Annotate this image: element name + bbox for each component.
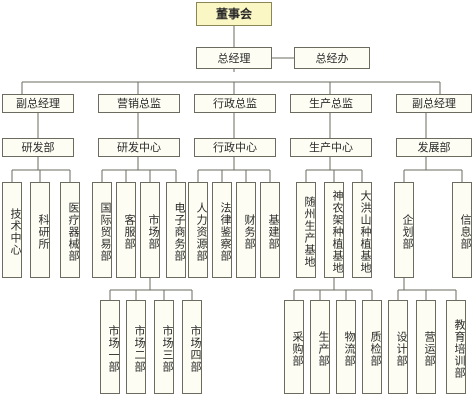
- development-dept-box: 发展部: [396, 138, 472, 157]
- suizhou-production-base-box: 随州生产基地: [296, 182, 316, 278]
- market-3-dept-box: 市场三部: [154, 300, 174, 394]
- production-dept-box: 生产部: [310, 300, 330, 394]
- intl-trade-dept-box: 国际贸易部: [92, 182, 112, 278]
- infrastructure-dept-box: 基建部: [260, 182, 280, 278]
- design-dept-box: 设计部: [388, 300, 408, 394]
- market-1-dept-box: 市场一部: [100, 300, 120, 394]
- vice-gm-left-box: 副总经理: [2, 94, 74, 113]
- rd-dept-box: 研发部: [2, 138, 74, 157]
- customer-service-dept-box: 客服部: [116, 182, 136, 278]
- ecommerce-dept-box: 电子商务部: [166, 182, 186, 278]
- logistics-dept-box: 物流部: [336, 300, 356, 394]
- admin-director-box: 行政总监: [194, 94, 276, 113]
- qc-dept-box: 质检部: [362, 300, 382, 394]
- board-of-directors-box: 董事会: [196, 2, 272, 26]
- research-institute-box: 科研所: [30, 182, 50, 278]
- production-center-box: 生产中心: [290, 138, 372, 157]
- purchasing-dept-box: 采购部: [284, 300, 304, 394]
- gm-office-box: 总经办: [294, 47, 370, 69]
- production-director-box: 生产总监: [290, 94, 372, 113]
- training-dept-box: 教育培训部: [446, 300, 466, 394]
- general-manager-box: 总经理: [196, 47, 272, 69]
- market-2-dept-box: 市场二部: [126, 300, 146, 394]
- finance-dept-box: 财务部: [236, 182, 256, 278]
- medical-equipment-dept-box: 医疗器械部: [60, 182, 80, 278]
- market-4-dept-box: 市场四部: [182, 300, 202, 394]
- hr-dept-box: 人力资源部: [188, 182, 208, 278]
- dahongshan-planting-base-box: 大洪山种植基地: [352, 182, 372, 278]
- vice-gm-right-box: 副总经理: [396, 94, 472, 113]
- shennongjia-planting-base-box: 神农架种植基地: [324, 182, 344, 278]
- rd-center-box: 研发中心: [98, 138, 180, 157]
- admin-center-box: 行政中心: [194, 138, 276, 157]
- info-dept-box: 信息部: [452, 182, 472, 278]
- market-dept-box: 市场部: [140, 182, 160, 278]
- planning-dept-box: 企划部: [394, 182, 414, 278]
- operations-dept-box: 营运部: [416, 300, 436, 394]
- marketing-director-box: 营销总监: [98, 94, 180, 113]
- legal-dept-box: 法律鉴察部: [212, 182, 232, 278]
- tech-center-box: 技术中心: [2, 182, 22, 278]
